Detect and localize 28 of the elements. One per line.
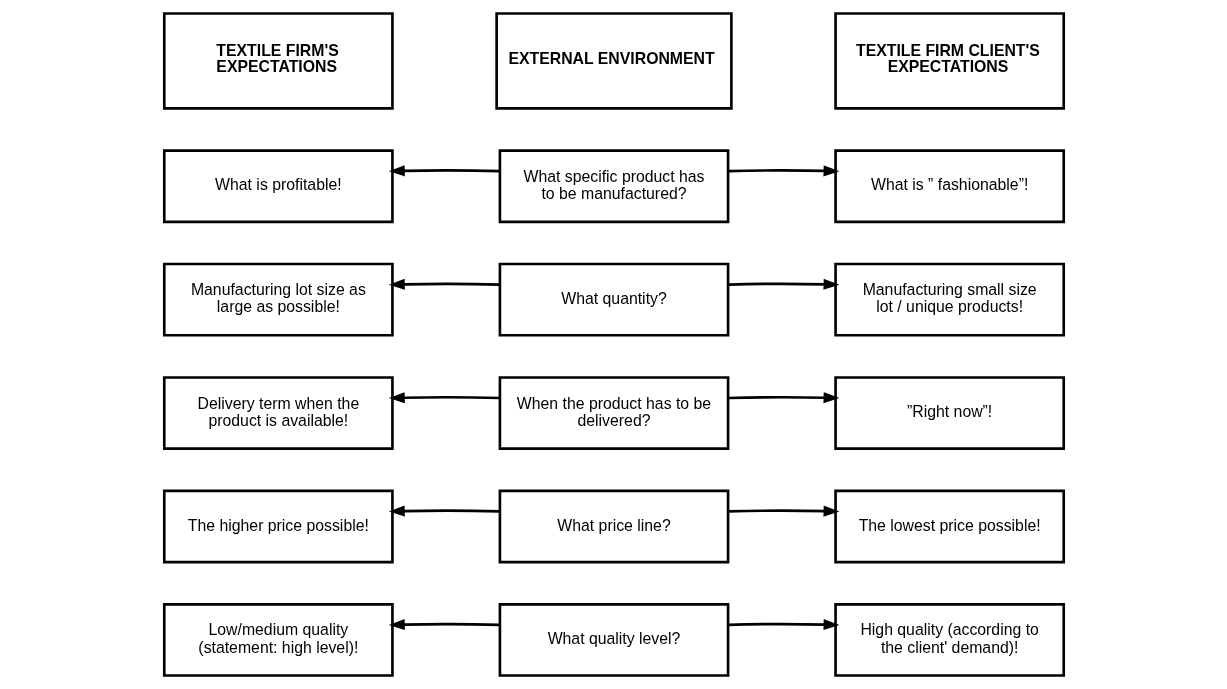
node-box: Manufacturing lot size as large as possible! xyxy=(162,262,394,337)
node-box: EXTERNAL ENVIRONMENT xyxy=(494,12,733,110)
node-box: The lowest price possible! xyxy=(833,489,1065,564)
arrow xyxy=(728,165,839,177)
arrow xyxy=(728,392,839,404)
arrow xyxy=(728,619,839,631)
node-box: What quantity? xyxy=(498,262,729,337)
node-box: What price line? xyxy=(498,489,729,564)
arrow xyxy=(728,278,839,290)
node-box: Delivery term when the product is available! xyxy=(162,376,394,450)
node-box: The higher price possible! xyxy=(162,489,394,564)
node-box: TEXTILE FIRM'S EXPECTATIONS xyxy=(162,12,394,110)
arrow xyxy=(388,278,500,290)
node-box: Low/medium quality (statement: high level)! xyxy=(162,603,394,677)
node-box: When the product has to be delivered? xyxy=(498,376,729,450)
node-box: What specific product has to be manufactured? xyxy=(498,149,729,224)
node-box: ”Right now”! xyxy=(833,376,1065,450)
node-box: What is ” fashionable”! xyxy=(833,149,1065,224)
node-box: Manufacturing small size lot / unique products! xyxy=(833,262,1065,337)
node-box: High quality (according to the client' demand)! xyxy=(833,603,1065,677)
node-box: What is profitable! xyxy=(162,149,394,224)
node-box: What quality level? xyxy=(498,603,729,677)
arrow xyxy=(728,505,839,517)
node-box: TEXTILE FIRM CLIENT'S EXPECTATIONS xyxy=(833,12,1065,110)
arrow xyxy=(388,165,500,177)
arrow xyxy=(388,619,500,631)
arrow xyxy=(388,505,500,517)
arrow xyxy=(388,392,500,404)
